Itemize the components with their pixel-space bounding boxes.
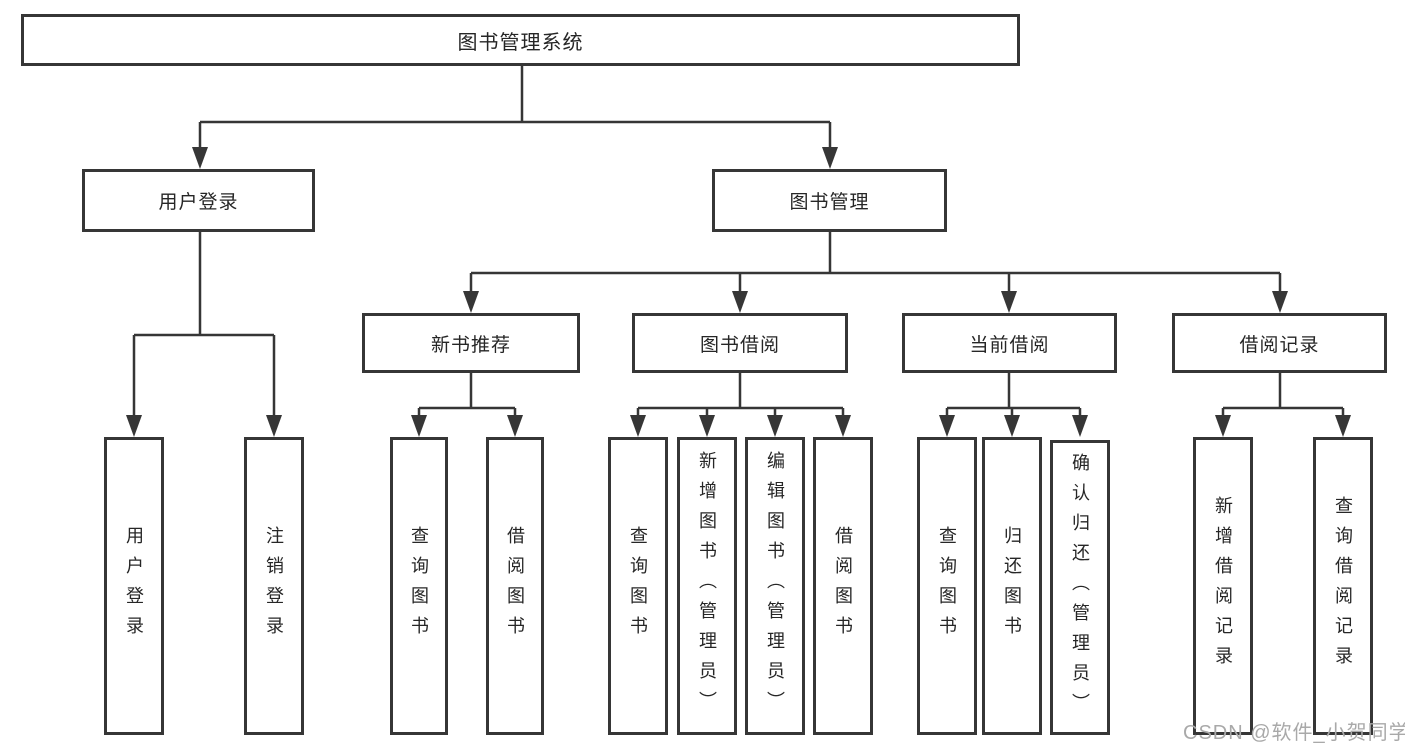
node-label: 编辑图书（管理员） xyxy=(765,451,785,721)
node-new-book-recommendation: 新书推荐 xyxy=(362,313,580,373)
leaf-query-books-1: 查询图书 xyxy=(390,437,448,735)
node-borrowing-records: 借阅记录 xyxy=(1172,313,1387,373)
node-label: 借阅记录 xyxy=(1239,334,1320,356)
leaf-borrow-books-2: 借阅图书 xyxy=(813,437,873,735)
leaf-borrow-books-1: 借阅图书 xyxy=(486,437,544,735)
node-label: 当前借阅 xyxy=(969,334,1050,356)
node-user-login: 用户登录 xyxy=(82,169,315,232)
node-label: 查询图书 xyxy=(628,526,648,646)
node-label: 图书借阅 xyxy=(699,334,780,356)
leaf-return-books: 归还图书 xyxy=(982,437,1042,735)
node-label: 新增借阅记录 xyxy=(1213,496,1233,676)
leaf-query-books-2: 查询图书 xyxy=(608,437,668,735)
leaf-query-books-3: 查询图书 xyxy=(917,437,977,735)
node-label: 查询借阅记录 xyxy=(1333,496,1353,676)
node-label: 归还图书 xyxy=(1002,526,1022,646)
node-label: 查询图书 xyxy=(409,526,429,646)
node-library-system: 图书管理系统 xyxy=(21,14,1020,66)
leaf-add-borrow-record: 新增借阅记录 xyxy=(1193,437,1253,735)
leaf-logout: 注销登录 xyxy=(244,437,304,735)
node-current-borrowing: 当前借阅 xyxy=(902,313,1117,373)
node-label: 用户登录 xyxy=(124,526,144,646)
leaf-add-books-admin: 新增图书（管理员） xyxy=(677,437,737,735)
leaf-confirm-return-admin: 确认归还（管理员） xyxy=(1050,440,1110,735)
leaf-query-borrow-record: 查询借阅记录 xyxy=(1313,437,1373,735)
leaf-user-login: 用户登录 xyxy=(104,437,164,735)
node-label: 注销登录 xyxy=(264,526,284,646)
node-label: 新书推荐 xyxy=(430,334,511,356)
node-label: 图书管理 xyxy=(789,192,870,213)
node-label: 新增图书（管理员） xyxy=(697,451,717,721)
csdn-watermark: CSDN @软件_小贺同学 xyxy=(1183,722,1405,744)
node-book-borrowing: 图书借阅 xyxy=(632,313,848,373)
node-label: 查询图书 xyxy=(937,526,957,646)
node-label: 借阅图书 xyxy=(505,526,525,646)
leaf-edit-books-admin: 编辑图书（管理员） xyxy=(745,437,805,735)
node-book-management: 图书管理 xyxy=(712,169,947,232)
node-label: 借阅图书 xyxy=(833,526,853,646)
node-label: 确认归还（管理员） xyxy=(1070,452,1090,723)
node-label: 用户登录 xyxy=(158,192,239,213)
node-label: 图书管理系统 xyxy=(457,31,584,54)
